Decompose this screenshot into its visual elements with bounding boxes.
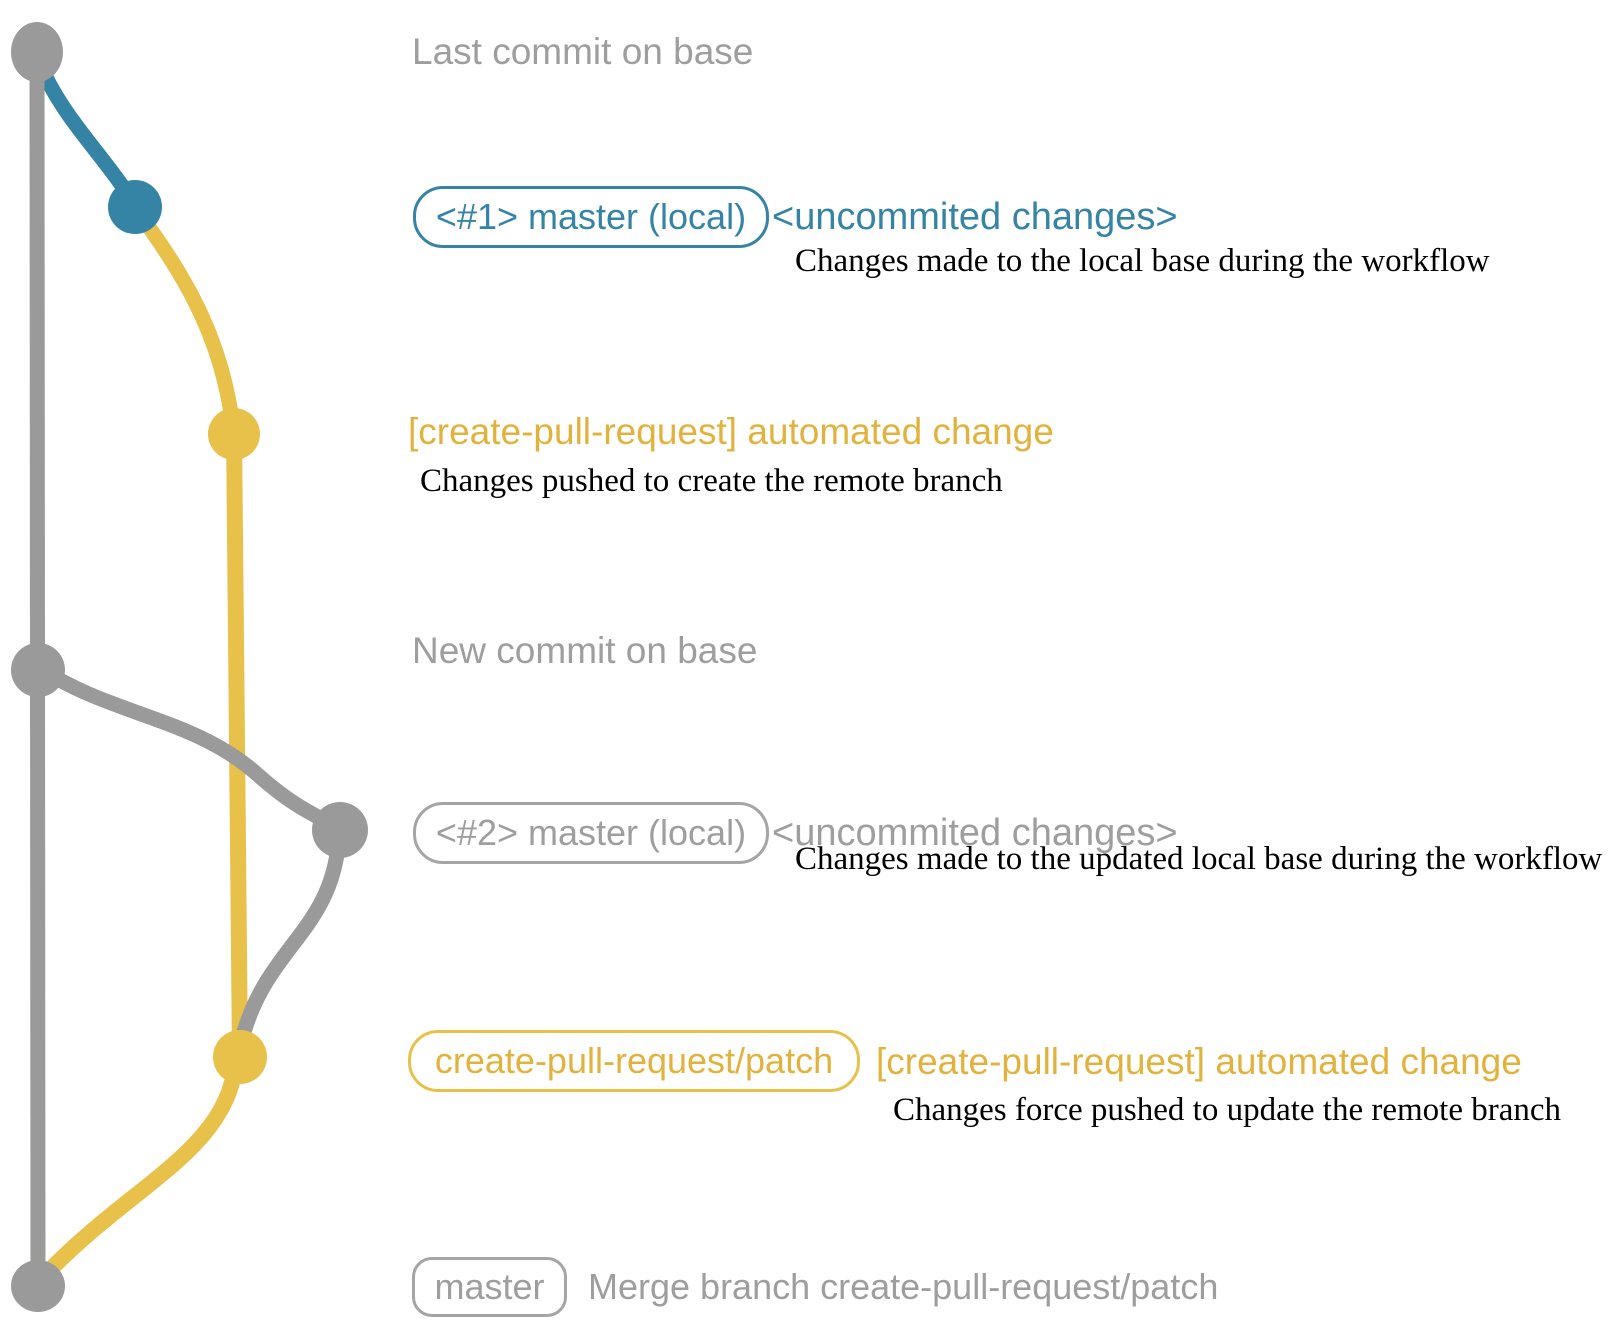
branch-badge-master-local-2: <#2> master (local) [413,802,769,864]
commit-node-base-new [11,643,65,697]
commit-label-uncommited-changes-2: <uncommited changes> [772,812,1178,854]
branch-badge-create-pull-request-patch: create-pull-request/patch [408,1030,860,1092]
merge-curve [40,1052,244,1280]
commit-node-patch-1 [208,408,260,460]
patch-branch-vertical-line [226,429,248,1056]
commit-node-base-last [11,22,63,82]
commit-description-1: Changes made to the local base during th… [795,243,1490,279]
commit-description-4: Changes force pushed to update the remot… [893,1092,1562,1128]
local-branch-curve [29,50,140,208]
commit-label-automated-change-2: [create-pull-request] automated change [876,1041,1522,1082]
commit-node-patch-2 [213,1030,267,1084]
commit-node-local-2 [312,802,368,858]
commit-node-local-1 [108,180,162,234]
commit-label-last-commit-on-base: Last commit on base [412,31,754,72]
commit-label-new-commit-on-base: New commit on base [412,630,758,671]
commit-label-merge-branch: Merge branch create-pull-request/patch [588,1266,1219,1307]
commit-label-automated-change-1: [create-pull-request] automated change [408,411,1054,452]
commit-node-merge [11,1260,65,1312]
rebase-down-curve [236,830,347,1040]
rebase-curve [32,660,348,838]
commit-description-2: Changes pushed to create the remote bran… [420,463,1003,499]
commit-label-uncommited-changes-1: <uncommited changes> [772,196,1178,238]
branch-badge-master-local-1: <#1> master (local) [413,186,769,248]
branch-badge-master: master [412,1257,567,1317]
patch-branch-curve-1 [130,204,241,436]
commit-description-3: Changes made to the updated local base d… [795,841,1603,877]
